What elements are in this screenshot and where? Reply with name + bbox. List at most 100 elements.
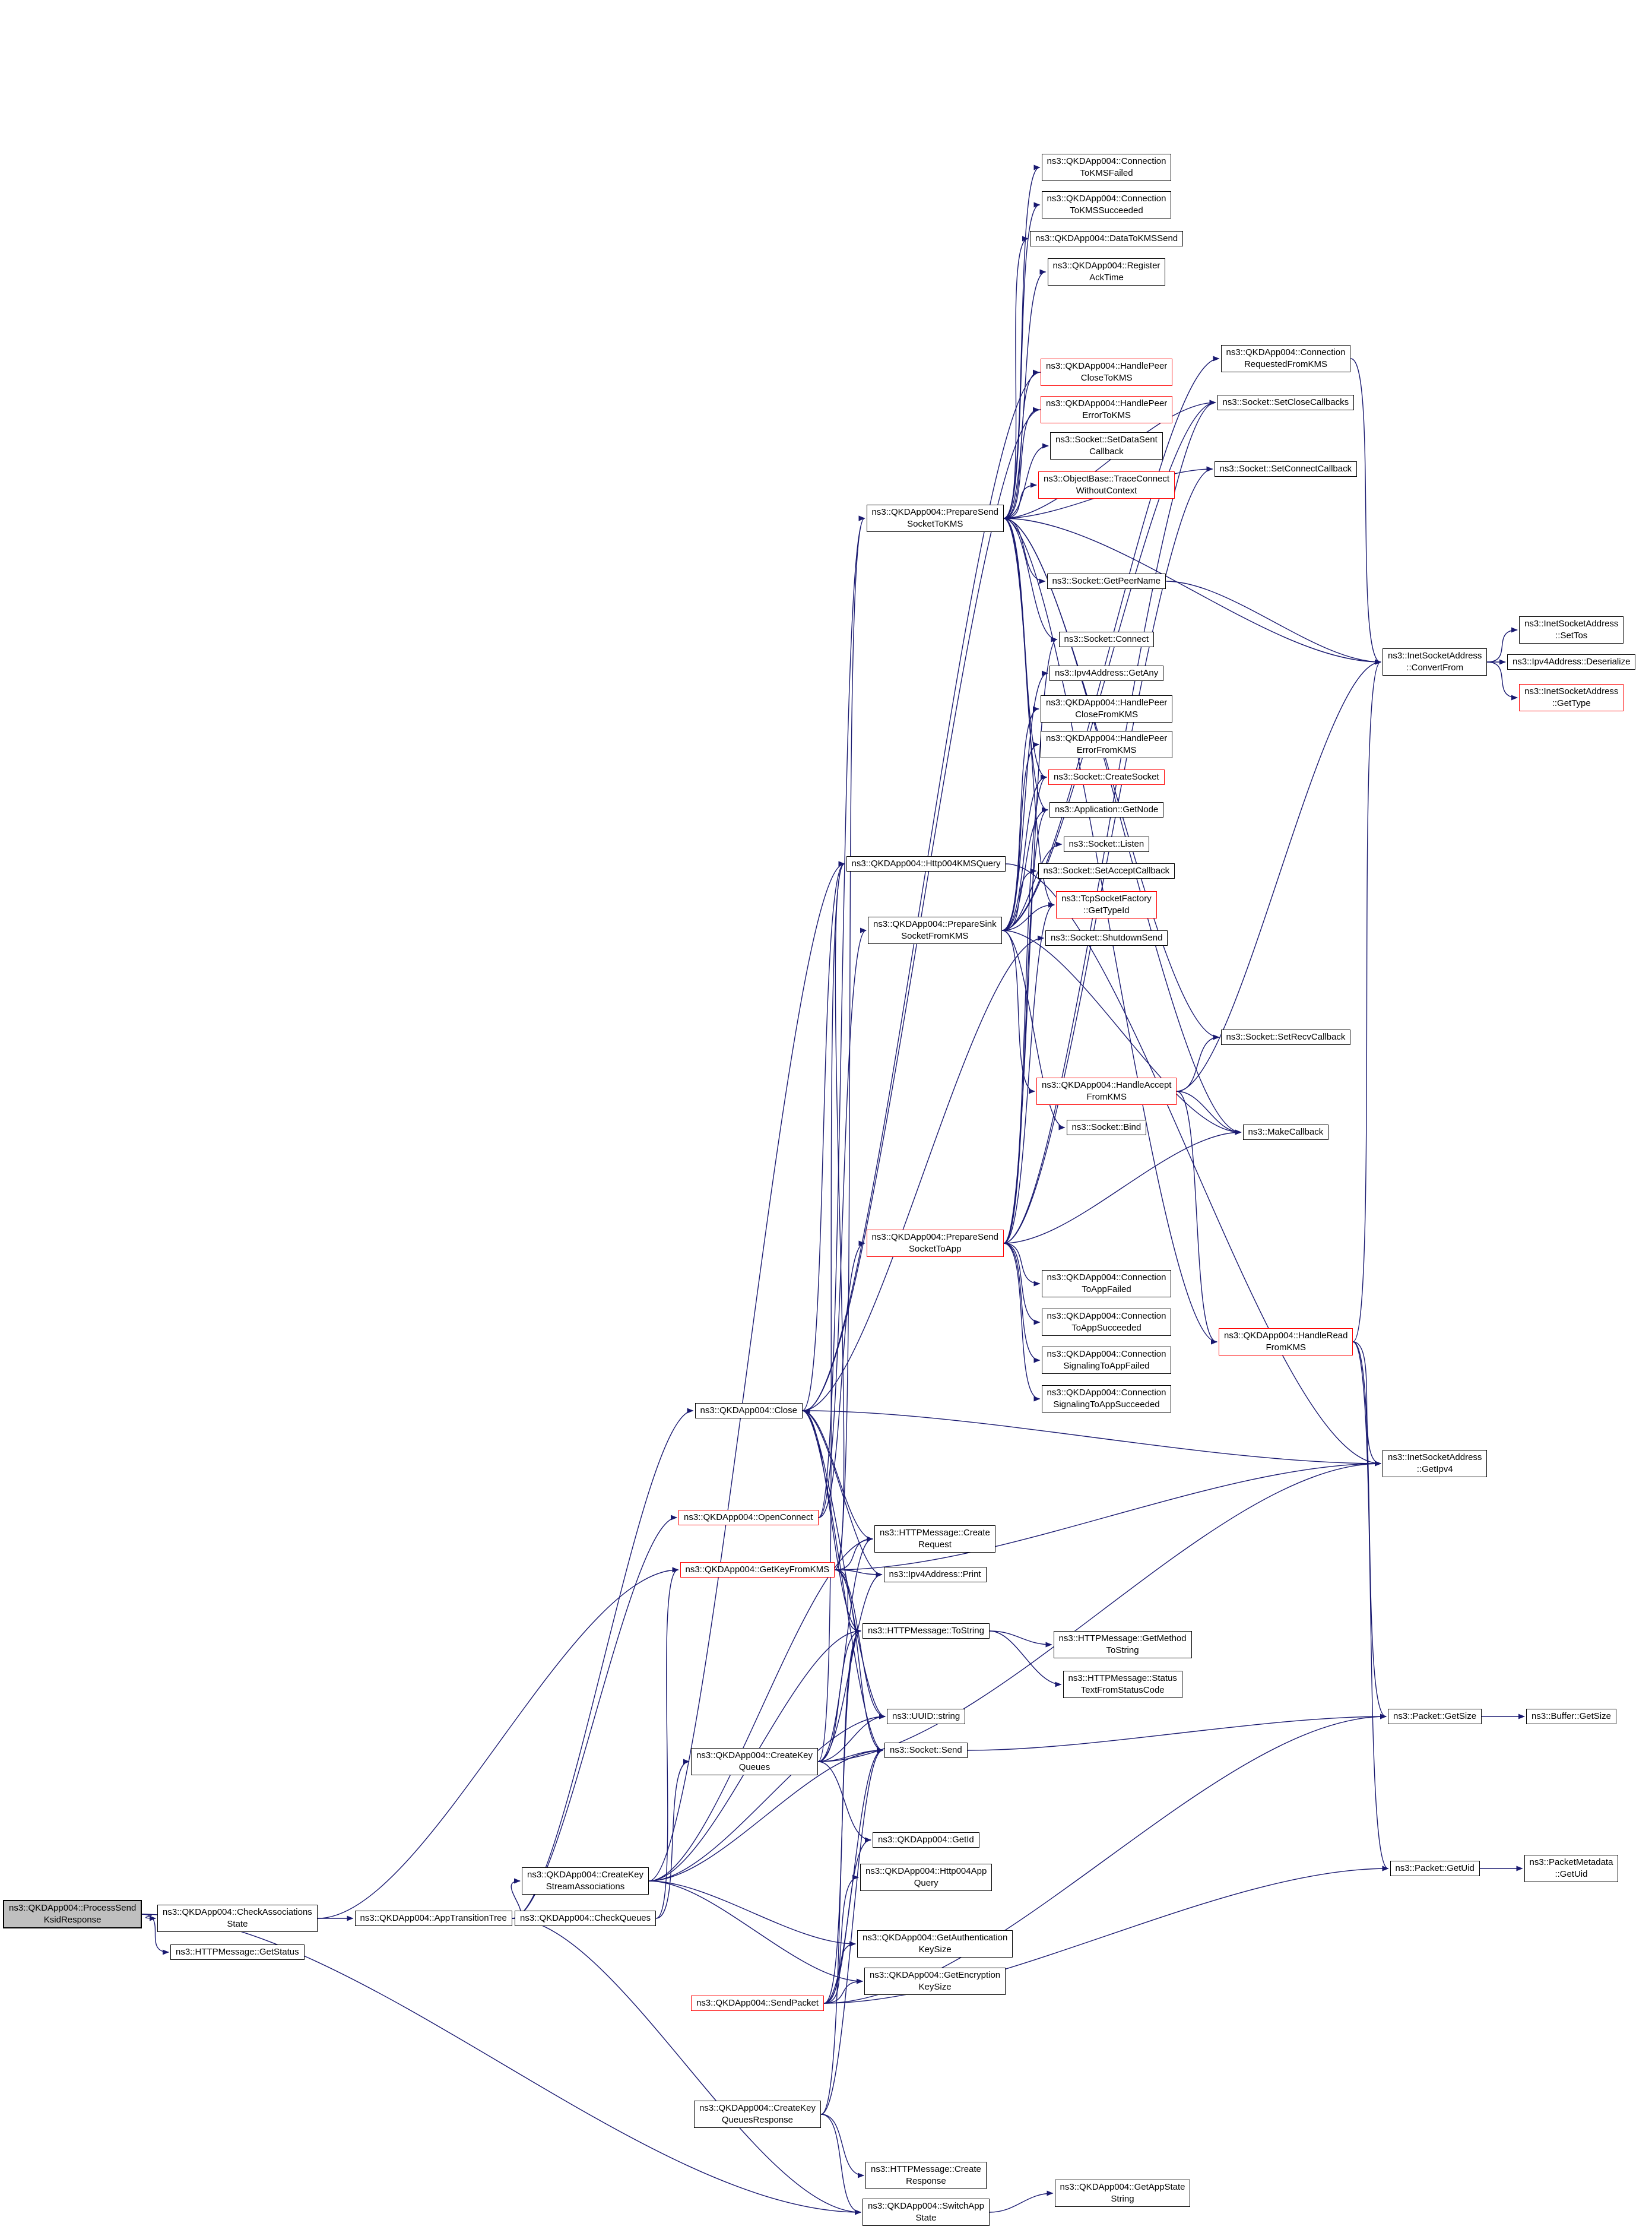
graph-node-getPeerName[interactable]: ns3::Socket::GetPeerName <box>1047 574 1166 589</box>
graph-node-convertFrom[interactable]: ns3::InetSocketAddress ::ConvertFrom <box>1383 648 1488 676</box>
graph-node-dataKMSSend[interactable]: ns3::QKDApp004::DataToKMSSend <box>1030 231 1184 246</box>
graph-node-makeCb[interactable]: ns3::MakeCallback <box>1242 1125 1329 1140</box>
graph-node-httpKMSQuery[interactable]: ns3::QKDApp004::Http004KMSQuery <box>846 856 1006 872</box>
graph-node-createResp[interactable]: ns3::HTTPMessage::Create Response <box>865 2162 987 2189</box>
graph-node-tcpGetTypeId[interactable]: ns3::TcpSocketFactory ::GetTypeId <box>1056 891 1157 919</box>
graph-node-getEncKS[interactable]: ns3::QKDApp004::GetEncryption KeySize <box>864 1968 1006 1995</box>
call-edge-close-to-ipv4Print <box>802 1410 883 1578</box>
graph-node-getAppStateStr[interactable]: ns3::QKDApp004::GetAppState String <box>1054 2180 1191 2207</box>
graph-node-ipv4Print[interactable]: ns3::Ipv4Address::Print <box>883 1567 987 1582</box>
graph-node-ipv4GetAny[interactable]: ns3::Ipv4Address::GetAny <box>1049 666 1164 681</box>
graph-node-hpErrFromKMS[interactable]: ns3::QKDApp004::HandlePeer ErrorFromKMS <box>1041 731 1173 758</box>
graph-node-getType[interactable]: ns3::InetSocketAddress ::GetType <box>1519 684 1624 711</box>
call-edge-handleAcceptKMS-to-setRecvCb <box>1176 1034 1220 1092</box>
call-edge-prepSendApp-to-sockConnect <box>1003 636 1058 1244</box>
graph-node-regAck[interactable]: ns3::QKDApp004::Register AckTime <box>1047 258 1166 286</box>
graph-node-connKMSFail[interactable]: ns3::QKDApp004::Connection ToKMSFailed <box>1041 154 1172 181</box>
graph-node-prepSendApp[interactable]: ns3::QKDApp004::PrepareSend SocketToApp <box>866 1230 1004 1257</box>
graph-node-setAcceptCb[interactable]: ns3::Socket::SetAcceptCallback <box>1038 863 1175 879</box>
call-edge-getKeyKMS-to-prepSendKMS <box>834 515 865 1570</box>
call-edge-hpCloseKMS-to-close <box>803 372 1041 1414</box>
call-edge-createKSA-to-createReq <box>648 1536 873 1882</box>
graph-node-connAppFail[interactable]: ns3::QKDApp004::Connection ToAppFailed <box>1041 1270 1172 1297</box>
call-edge-convertFrom-to-setTos <box>1486 627 1518 663</box>
graph-node-ipv4Deser[interactable]: ns3::Ipv4Address::Deserialize <box>1507 654 1636 670</box>
graph-node-sockSend[interactable]: ns3::Socket::Send <box>884 1743 968 1758</box>
graph-node-setRecvCb[interactable]: ns3::Socket::SetRecvCallback <box>1220 1030 1351 1045</box>
graph-node-prepSinkKMS[interactable]: ns3::QKDApp004::PrepareSink SocketFromKM… <box>868 917 1002 944</box>
graph-node-createKSA[interactable]: ns3::QKDApp004::CreateKey StreamAssociat… <box>522 1867 649 1895</box>
graph-node-sockConnect[interactable]: ns3::Socket::Connect <box>1058 632 1155 647</box>
call-edge-prepSendKMS-to-regAck <box>1003 269 1047 519</box>
graph-node-hpCloseKMS[interactable]: ns3::QKDApp004::HandlePeer CloseToKMS <box>1041 359 1173 386</box>
call-edge-getKeyKMS-to-getIpv4 <box>835 1461 1381 1570</box>
call-edge-close-to-sockSend <box>802 1410 883 1753</box>
graph-node-listen[interactable]: ns3::Socket::Listen <box>1063 837 1150 852</box>
graph-node-pktGetSize[interactable]: ns3::Packet::GetSize <box>1388 1709 1482 1724</box>
graph-node-getAuthKS[interactable]: ns3::QKDApp004::GetAuthentication KeySiz… <box>857 1930 1013 1958</box>
call-edge-httpToString-to-statusText <box>989 1630 1062 1687</box>
call-edge-sendPacket-to-sockSend <box>823 1747 883 2004</box>
call-edge-prepSendApp-to-setCloseCb <box>1003 400 1216 1244</box>
graph-node-pktGetUid[interactable]: ns3::Packet::GetUid <box>1390 1861 1480 1876</box>
graph-node-getMethodStr[interactable]: ns3::HTTPMessage::GetMethod ToString <box>1053 1631 1192 1658</box>
call-edge-hpErrKMS-to-close <box>803 409 1041 1414</box>
graph-node-getIpv4[interactable]: ns3::InetSocketAddress ::GetIpv4 <box>1383 1450 1488 1477</box>
call-edge-getKeyKMS-to-createReq <box>835 1536 873 1570</box>
call-edge-convertFrom-to-getType <box>1486 661 1518 701</box>
graph-node-openConnect[interactable]: ns3::QKDApp004::OpenConnect <box>678 1510 819 1525</box>
call-edge-sendPacket-to-pktGetSize <box>823 1714 1387 2004</box>
graph-node-bufGetSize[interactable]: ns3::Buffer::GetSize <box>1526 1709 1616 1724</box>
graph-node-setConnectCb[interactable]: ns3::Socket::SetConnectCallback <box>1214 461 1358 477</box>
call-edge-close-to-getIpv4 <box>802 1410 1381 1467</box>
graph-node-hpCloseFromKMS[interactable]: ns3::QKDApp004::HandlePeer CloseFromKMS <box>1041 695 1173 723</box>
call-edge-prepSendKMS-to-dataKMSSend <box>1003 236 1029 519</box>
call-edge-prepSendKMS-to-traceConn <box>1003 482 1037 519</box>
call-edge-prepSinkKMS-to-hpCloseFromKMS <box>1001 706 1039 931</box>
graph-node-connAppSucc[interactable]: ns3::QKDApp004::Connection ToAppSucceede… <box>1041 1309 1172 1336</box>
graph-node-createReq[interactable]: ns3::HTTPMessage::Create Request <box>874 1525 995 1553</box>
call-edge-createKQ-to-httpKMSQuery <box>817 861 845 1762</box>
graph-node-bind[interactable]: ns3::Socket::Bind <box>1066 1120 1147 1135</box>
graph-node-http004AppQuery[interactable]: ns3::QKDApp004::Http004App Query <box>860 1864 993 1891</box>
graph-node-checkAssoc[interactable]: ns3::QKDApp004::CheckAssociations State <box>157 1905 318 1932</box>
graph-node-setCloseCb[interactable]: ns3::Socket::SetCloseCallbacks <box>1217 395 1355 410</box>
graph-node-createKQR[interactable]: ns3::QKDApp004::CreateKey QueuesResponse <box>694 2101 821 2128</box>
call-edge-createKQR-to-switchApp <box>820 2114 861 2215</box>
call-edge-root-to-getStatus <box>141 1914 169 1955</box>
graph-node-uuidString[interactable]: ns3::UUID::string <box>887 1709 966 1724</box>
graph-node-connKMSSucc[interactable]: ns3::QKDApp004::Connection ToKMSSucceede… <box>1041 191 1172 218</box>
graph-node-sendPacket[interactable]: ns3::QKDApp004::SendPacket <box>691 1996 824 2011</box>
call-edge-openConnect-to-prepSinkKMS <box>818 927 867 1518</box>
graph-node-prepSendKMS[interactable]: ns3::QKDApp004::PrepareSend SocketToKMS <box>866 505 1004 532</box>
graph-node-traceConn[interactable]: ns3::ObjectBase::TraceConnect WithoutCon… <box>1038 471 1175 499</box>
graph-node-getId[interactable]: ns3::QKDApp004::GetId <box>873 1832 979 1848</box>
graph-node-connReqKMS[interactable]: ns3::QKDApp004::Connection RequestedFrom… <box>1220 345 1351 372</box>
call-edge-handleAcceptKMS-to-makeCb <box>1176 1091 1242 1135</box>
graph-node-getKeyKMS[interactable]: ns3::QKDApp004::GetKeyFromKMS <box>680 1562 835 1578</box>
graph-node-connSigAppSucc[interactable]: ns3::QKDApp004::Connection SignalingToAp… <box>1041 1385 1172 1412</box>
call-edge-httpToString-to-getMethodStr <box>989 1630 1052 1648</box>
graph-node-createKQ[interactable]: ns3::QKDApp004::CreateKey Queues <box>691 1748 818 1775</box>
graph-node-setDataSentCb[interactable]: ns3::Socket::SetDataSent Callback <box>1050 432 1163 460</box>
graph-node-hpErrKMS[interactable]: ns3::QKDApp004::HandlePeer ErrorToKMS <box>1041 396 1173 423</box>
graph-node-getNode[interactable]: ns3::Application::GetNode <box>1049 802 1164 818</box>
call-edge-handleReadKMS-to-pktGetUid <box>1352 1341 1389 1871</box>
graph-node-switchApp[interactable]: ns3::QKDApp004::SwitchApp State <box>863 2199 990 2226</box>
graph-node-checkQueues[interactable]: ns3::QKDApp004::CheckQueues <box>515 1911 657 1926</box>
graph-node-connSigAppFail[interactable]: ns3::QKDApp004::Connection SignalingToAp… <box>1041 1347 1172 1374</box>
graph-node-getStatus[interactable]: ns3::HTTPMessage::GetStatus <box>170 1944 305 1960</box>
call-edge-createKSA-to-uuidString <box>648 1714 886 1882</box>
graph-node-setTos[interactable]: ns3::InetSocketAddress ::SetTos <box>1519 616 1624 644</box>
graph-node-appTrans[interactable]: ns3::QKDApp004::AppTransitionTree <box>354 1911 512 1926</box>
graph-node-shutdownSend[interactable]: ns3::Socket::ShutdownSend <box>1045 930 1168 946</box>
graph-node-httpToString[interactable]: ns3::HTTPMessage::ToString <box>863 1623 990 1639</box>
call-edge-prepSinkKMS-to-tcpGetTypeId <box>1001 902 1055 931</box>
call-edge-prepSendApp-to-makeCb <box>1003 1129 1242 1244</box>
graph-node-statusText[interactable]: ns3::HTTPMessage::Status TextFromStatusC… <box>1063 1671 1182 1698</box>
graph-node-createSocket[interactable]: ns3::Socket::CreateSocket <box>1048 769 1165 785</box>
graph-node-handleReadKMS[interactable]: ns3::QKDApp004::HandleRead FromKMS <box>1219 1328 1353 1355</box>
graph-node-pmGetUid[interactable]: ns3::PacketMetadata ::GetUid <box>1524 1855 1619 1882</box>
graph-node-close[interactable]: ns3::QKDApp004::Close <box>695 1403 803 1418</box>
graph-node-handleAcceptKMS[interactable]: ns3::QKDApp004::HandleAccept FromKMS <box>1036 1078 1177 1105</box>
